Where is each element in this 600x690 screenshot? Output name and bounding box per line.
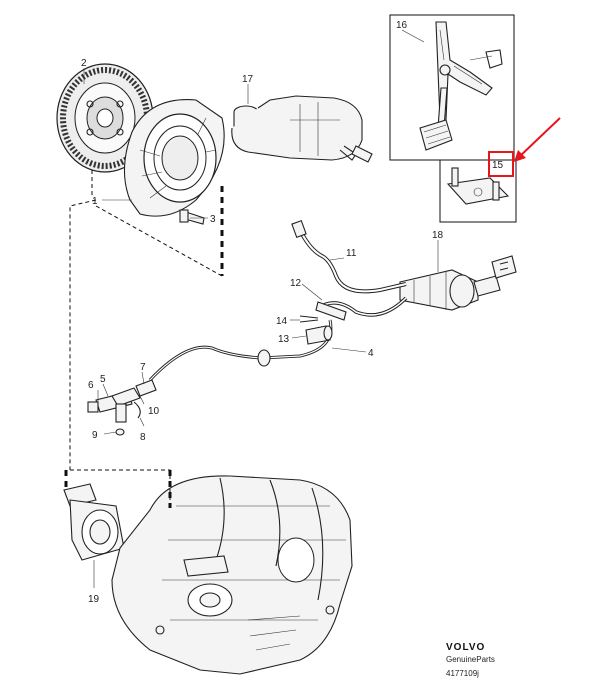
label-6: 6: [88, 380, 94, 391]
label-16: 16: [396, 20, 408, 31]
clutch-pipe-4: [148, 319, 333, 382]
pressure-pipe-12: [315, 296, 408, 321]
gasket-inset: [439, 159, 517, 223]
label-1: 1: [92, 196, 98, 207]
brand-subtitle: GenuineParts: [446, 655, 495, 664]
part-15-highlight-box: [488, 151, 514, 177]
fluid-reservoir: [231, 95, 373, 163]
assembly-lines: [64, 170, 224, 508]
label-17: 17: [242, 74, 254, 85]
label-8: 8: [140, 432, 146, 443]
label-5: 5: [100, 374, 106, 385]
brand-name: VOLVO: [446, 642, 485, 653]
brand-block: VOLVO GenuineParts 4177109j: [446, 642, 495, 678]
part-labels: 2 1 3 17 16 15 18 11 12 14 13 4 7 5 6 10…: [81, 20, 504, 605]
fitting-13: [305, 325, 333, 345]
pedal-inset: [389, 14, 515, 161]
label-7: 7: [140, 362, 146, 373]
connector-assembly: [87, 379, 157, 436]
slave-cylinder: [63, 483, 125, 561]
label-9: 9: [92, 430, 98, 441]
label-12: 12: [290, 278, 302, 289]
pressure-plate: [123, 99, 225, 217]
clip-14: [299, 315, 319, 323]
label-4: 4: [368, 348, 374, 359]
label-19: 19: [88, 594, 100, 605]
label-10: 10: [148, 406, 160, 417]
arrow-icon: [514, 150, 526, 162]
label-11: 11: [346, 248, 357, 259]
leader-lines: [83, 29, 439, 588]
label-13: 13: [278, 334, 290, 345]
feed-hose-11: [291, 220, 407, 294]
label-2: 2: [81, 58, 87, 69]
bolt-3: [179, 209, 205, 225]
label-18: 18: [432, 230, 444, 241]
label-3: 3: [210, 214, 216, 225]
gearbox: [111, 475, 353, 675]
highlight-callout: [488, 117, 561, 177]
label-14: 14: [276, 316, 288, 327]
label-15: 15: [492, 160, 504, 171]
diagram-code: 4177109j: [446, 669, 479, 678]
master-cylinder: [399, 255, 517, 311]
